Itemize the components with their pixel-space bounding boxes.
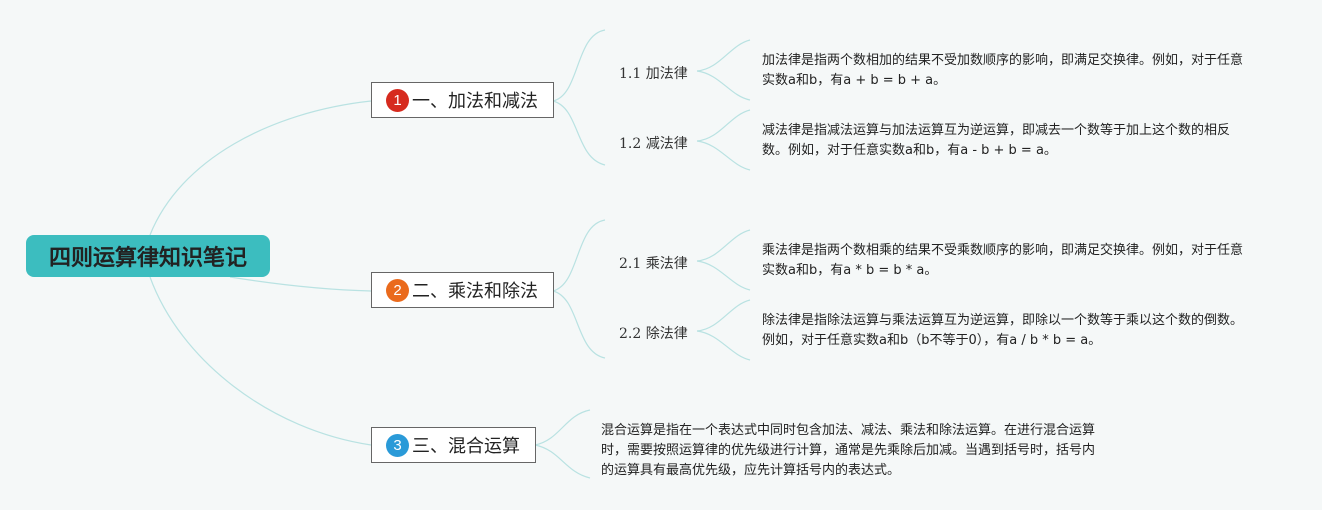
connector-s11-down [696, 70, 751, 101]
connector-b2-down [552, 290, 606, 359]
connector-s21-up [696, 229, 751, 262]
connector-s12-up [696, 109, 751, 142]
connector-b2-up [552, 219, 606, 292]
connector-s11-up [696, 39, 751, 72]
root-title: 四则运算律知识笔记 [48, 246, 247, 271]
connector-s21-down [696, 260, 751, 291]
number-badge-1: 1 [386, 88, 409, 112]
connector-b1-up [552, 29, 606, 102]
connector-b1-down [552, 100, 606, 166]
note-multiplication-law: 乘法律是指两个数相乘的结果不受乘数顺序的影响，即满足交换律。例如，对于任意实数a… [762, 243, 1244, 278]
connector-s22-up [696, 299, 751, 332]
number-badge-2: 2 [386, 278, 409, 302]
sub-topic-division-law[interactable]: 2.2 除法律 [619, 326, 688, 342]
connector-root-branch-1 [149, 100, 372, 236]
branch-label: 一、加法和减法 [412, 91, 538, 112]
sub-topic-addition-law[interactable]: 1.1 加法律 [619, 66, 688, 82]
root-topic[interactable]: 四则运算律知识笔记 [26, 235, 270, 277]
number-badge-3: 3 [386, 433, 409, 457]
connector-b3-up [534, 409, 591, 446]
note-mixed-operations: 混合运算是指在一个表达式中同时包含加法、减法、乘法和除法运算。在进行混合运算时，… [601, 423, 1096, 478]
branch-label: 二、乘法和除法 [412, 281, 538, 302]
sub-topic-multiplication-law[interactable]: 2.1 乘法律 [619, 256, 688, 272]
sub-topic-subtraction-law[interactable]: 1.2 减法律 [619, 136, 688, 152]
connector-root-branch-2 [229, 276, 372, 292]
connector-s12-down [696, 140, 751, 171]
branch-addition-subtraction[interactable]: 1 一、加法和减法 [371, 82, 554, 118]
note-addition-law: 加法律是指两个数相加的结果不受加数顺序的影响，即满足交换律。例如，对于任意实数a… [762, 53, 1244, 88]
note-subtraction-law: 减法律是指减法运算与加法运算互为逆运算，即减去一个数等于加上这个数的相反数。例如… [762, 123, 1231, 158]
branch-label: 三、混合运算 [412, 436, 520, 457]
connector-s22-down [696, 330, 751, 361]
connector-b3-down [534, 444, 591, 479]
branch-mixed-operations[interactable]: 3 三、混合运算 [371, 427, 536, 463]
branch-multiplication-division[interactable]: 2 二、乘法和除法 [371, 272, 554, 308]
connector-root-branch-3 [149, 276, 372, 446]
note-division-law: 除法律是指除法运算与乘法运算互为逆运算，即除以一个数等于乘以这个数的倒数。例如，… [762, 313, 1244, 348]
